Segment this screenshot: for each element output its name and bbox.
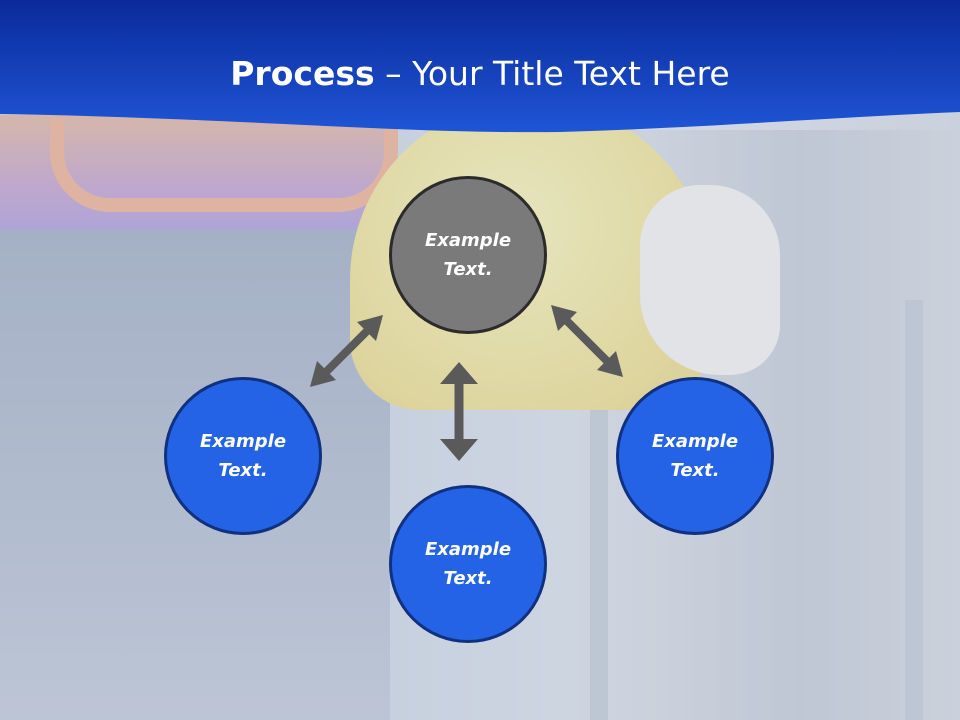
page-title: Process – Your Title Text Here xyxy=(0,52,960,96)
title-bold: Process xyxy=(230,54,375,93)
node-top-line2: Text. xyxy=(443,259,493,280)
node-left-line2: Text. xyxy=(218,460,268,481)
arrow-top-bottom xyxy=(440,362,478,461)
title-banner: Process – Your Title Text Here xyxy=(0,0,960,140)
node-right-line2: Text. xyxy=(670,460,720,481)
node-bottom-line2: Text. xyxy=(443,568,493,589)
title-rest: – Your Title Text Here xyxy=(374,54,730,93)
node-left-line1: Example xyxy=(199,431,287,452)
node-right-line1: Example xyxy=(651,431,739,452)
arrow-top-left xyxy=(310,315,383,387)
arrow-top-right xyxy=(551,305,623,377)
node-top-line1: Example xyxy=(424,230,512,251)
node-bottom-line1: Example xyxy=(424,539,512,560)
title-banner-shape xyxy=(0,0,960,133)
